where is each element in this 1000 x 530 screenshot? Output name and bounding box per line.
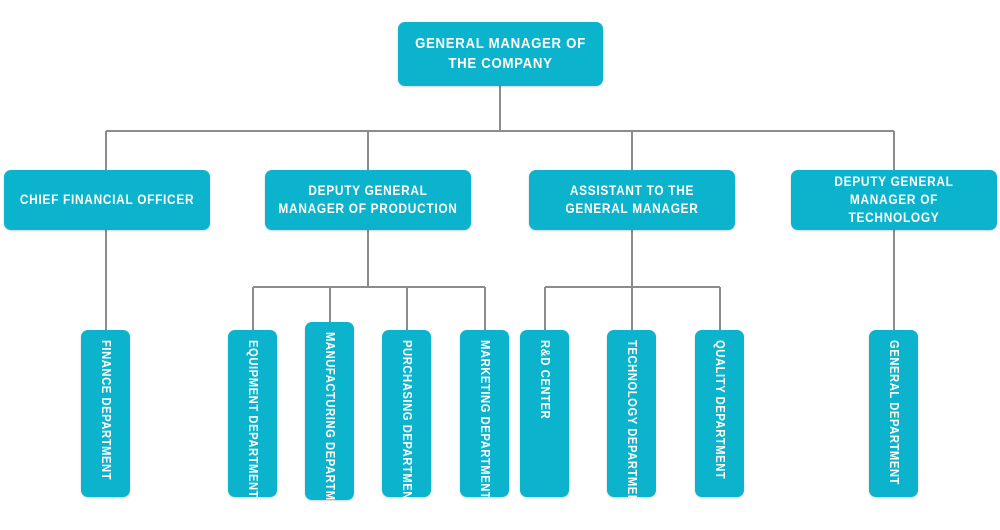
node-general-manager[interactable]: GENERAL MANAGER OF THE COMPANY [398,22,603,86]
node-general-manager-label: GENERAL MANAGER OF THE COMPANY [415,35,586,72]
node-purchasing-department-label: PURCHASING DEPARTMENT [399,340,414,508]
node-technology-department[interactable]: TECHNOLOGY DEPARTMENT [607,330,656,511]
node-general-department[interactable]: GENERAL DEPARTMENT [869,330,918,497]
node-deputy-gm-technology[interactable]: DEPUTY GENERAL MANAGER OF TECHNOLOGY [791,170,997,230]
node-equipment-department-label: EQUIPMENT DEPARTMENT [245,340,260,499]
node-finance-department[interactable]: FINANCE DEPARTMENT [81,330,130,497]
node-assistant-to-general-manager[interactable]: ASSISTANT TO THE GENERAL MANAGER [529,170,735,230]
node-deputy-gm-production[interactable]: DEPUTY GENERAL MANAGER OF PRODUCTION [265,170,471,230]
node-technology-department-label: TECHNOLOGY DEPARTMENT [624,340,639,511]
node-chief-financial-officer[interactable]: CHIEF FINANCIAL OFFICER [4,170,210,230]
node-deputy-gm-production-label: DEPUTY GENERAL MANAGER OF PRODUCTION [278,183,458,216]
node-manufacturing-department-label: MANUFACTURING DEPARTMENT [322,332,337,525]
node-quality-department[interactable]: QUALITY DEPARTMENT [695,330,744,497]
node-chief-financial-officer-label: CHIEF FINANCIAL OFFICER [19,192,195,208]
node-general-department-label: GENERAL DEPARTMENT [886,340,901,485]
node-rnd-center[interactable]: R&D CENTER [520,330,569,497]
node-equipment-department[interactable]: EQUIPMENT DEPARTMENT [228,330,277,499]
node-rnd-center-label: R&D CENTER [537,340,552,420]
node-deputy-gm-technology-label: DEPUTY GENERAL MANAGER OF TECHNOLOGY [834,174,954,225]
node-quality-department-label: QUALITY DEPARTMENT [712,340,727,480]
node-marketing-department-label: MARKETING DEPARTMENT [477,340,492,500]
node-purchasing-department[interactable]: PURCHASING DEPARTMENT [382,330,431,507]
node-assistant-to-general-manager-label: ASSISTANT TO THE GENERAL MANAGER [565,183,699,216]
node-finance-department-label: FINANCE DEPARTMENT [98,340,113,481]
node-marketing-department[interactable]: MARKETING DEPARTMENT [460,330,509,500]
node-manufacturing-department[interactable]: MANUFACTURING DEPARTMENT [305,322,354,525]
